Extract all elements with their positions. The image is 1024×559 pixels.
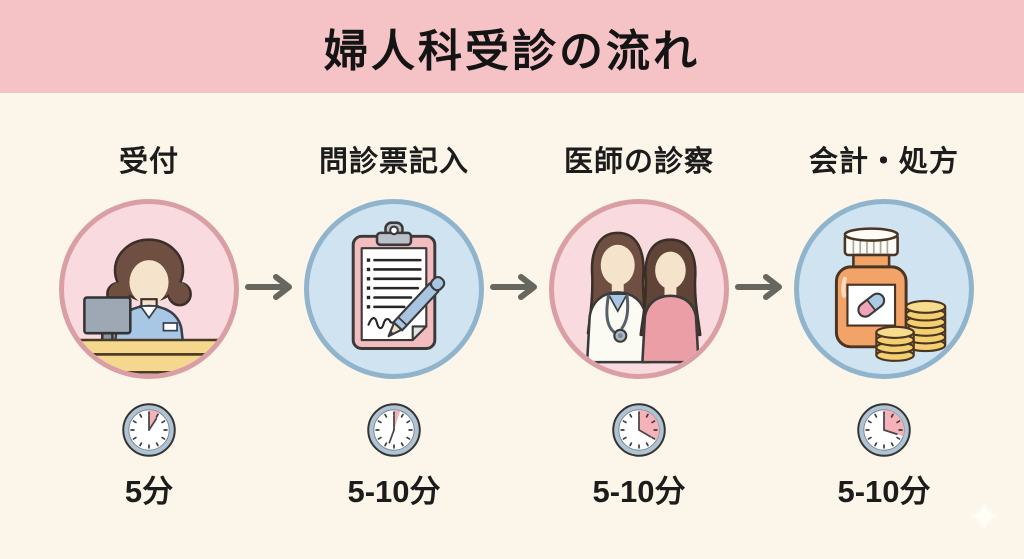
coin-stack-back	[905, 299, 947, 353]
step-reception: 受付	[49, 0, 249, 559]
duration-label: 5-10分	[837, 474, 931, 509]
signature-squiggle	[367, 317, 397, 330]
step-label: 医師の診察	[563, 146, 714, 178]
clock-icon	[121, 402, 177, 458]
step-questionnaire: 問診票記入	[294, 0, 494, 559]
computer-monitor	[83, 296, 132, 343]
page-title: 婦人科受診の流れ	[324, 26, 700, 76]
step-label: 問診票記入	[318, 146, 469, 178]
step-label: 受付	[118, 146, 179, 178]
medicine-bottle-coins-icon	[834, 227, 947, 362]
patient-figure	[639, 238, 702, 364]
reception-circle	[59, 199, 239, 379]
duration-label: 5分	[124, 474, 174, 509]
examination-circle	[549, 199, 729, 379]
coin-stack-front	[875, 325, 915, 362]
step-payment: 会計・処方	[784, 0, 984, 559]
reception-desk	[72, 338, 226, 374]
duration-label: 5-10分	[347, 474, 441, 509]
flow-arrow-icon	[490, 273, 542, 301]
receptionist-at-desk-icon	[72, 238, 226, 374]
clock-icon	[611, 402, 667, 458]
doctor-figure	[585, 231, 650, 364]
header-banner: 婦人科受診の流れ	[0, 0, 1024, 93]
duration-label: 5-10分	[592, 474, 686, 509]
clock-icon	[366, 402, 422, 458]
flow-arrow-icon	[735, 273, 787, 301]
pen	[387, 275, 446, 338]
step-label: 会計・処方	[808, 146, 959, 178]
doctor-and-patient-icon	[585, 231, 702, 364]
step-examination: 医師の診察	[539, 0, 739, 559]
checklist-lines	[366, 258, 422, 309]
payment-circle	[794, 199, 974, 379]
capsule-pill	[857, 292, 886, 318]
sparkle-icon: ✦	[967, 496, 1001, 540]
questionnaire-circle	[304, 199, 484, 379]
flow-arrow-icon	[245, 273, 297, 301]
clock-icon	[856, 402, 912, 458]
clipboard-pen-icon	[351, 221, 446, 350]
